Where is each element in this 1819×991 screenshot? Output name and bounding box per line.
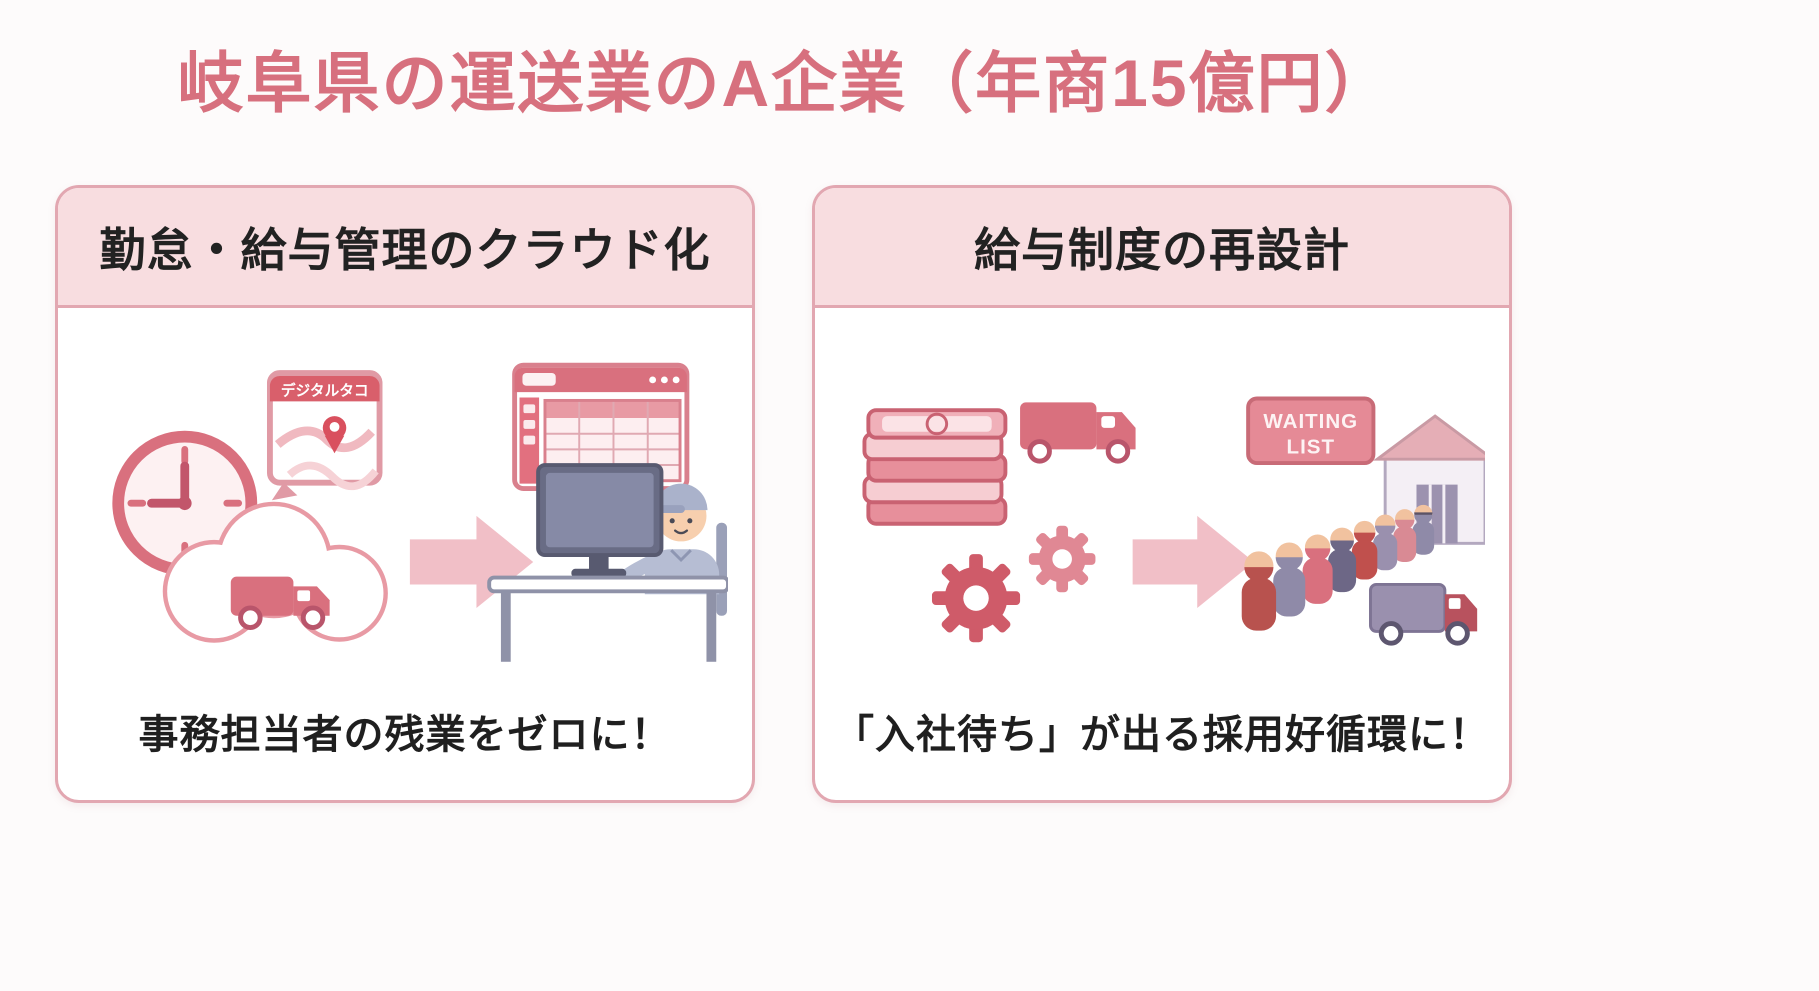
cloud-truck-icon xyxy=(162,501,388,643)
cloud-management-illustration-wrap: デジタルタコ xyxy=(76,324,734,702)
tacho-label: デジタルタコ xyxy=(281,382,369,400)
waiting-sign-line2: LIST xyxy=(1287,435,1335,458)
card-salary-caption: 「入社待ち」が出る採用好循環に！ xyxy=(834,713,1490,757)
work-cap-icon xyxy=(654,483,708,511)
card-salary-redesign: 給与制度の再設計 xyxy=(812,185,1512,803)
person xyxy=(1273,542,1306,617)
salary-redesign-illustration: WAITING LIST xyxy=(862,396,1485,646)
money-stack-icon xyxy=(862,408,1008,526)
person xyxy=(1393,509,1417,563)
waiting-list-sign: WAITING LIST xyxy=(1246,396,1376,466)
desk xyxy=(487,575,728,662)
window-logo xyxy=(522,373,556,386)
person xyxy=(1241,551,1277,631)
person xyxy=(1373,514,1398,571)
queue-of-people xyxy=(1241,504,1435,631)
spreadsheet-window xyxy=(512,362,690,491)
waiting-sign-line1: WAITING xyxy=(1263,410,1358,433)
page-title: 岐阜県の運送業のA企業（年商15億円） xyxy=(177,46,1393,120)
person xyxy=(1302,534,1333,604)
arrow-right-icon xyxy=(409,515,534,608)
person xyxy=(1412,504,1435,555)
card-salary-body: WAITING LIST xyxy=(815,308,1509,800)
card-cloud-header: 勤怠・給与管理のクラウド化 xyxy=(58,188,752,308)
card-cloud-management: 勤怠・給与管理のクラウド化 xyxy=(55,185,755,803)
person xyxy=(1328,527,1357,593)
arrow-right-icon xyxy=(1132,515,1255,608)
card-cloud-body: デジタルタコ xyxy=(58,308,752,800)
card-salary-header: 給与制度の再設計 xyxy=(815,188,1509,308)
digital-tacho-icon: デジタルタコ xyxy=(266,370,383,501)
gears-icon xyxy=(931,525,1096,643)
person xyxy=(1351,520,1378,580)
card-cloud-caption: 事務担当者の残業をゼロに！ xyxy=(138,713,672,757)
speech-bubble-tail xyxy=(271,482,298,501)
salary-redesign-illustration-wrap: WAITING LIST xyxy=(833,324,1491,702)
truck-icon xyxy=(1020,402,1136,464)
delivery-truck-icon xyxy=(1369,582,1478,646)
cloud-management-illustration: デジタルタコ xyxy=(112,362,728,662)
monitor-icon xyxy=(536,463,664,578)
